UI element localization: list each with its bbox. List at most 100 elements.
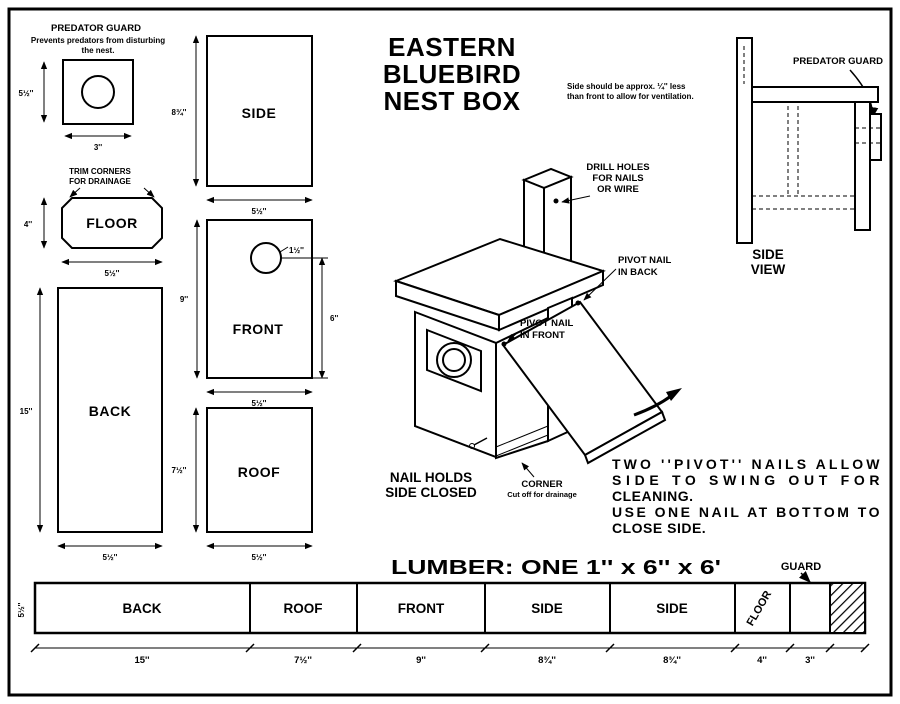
side-view-label-line2: VIEW — [751, 262, 786, 277]
pivot-note-line3: CLEANING. — [612, 488, 694, 504]
roof-dim-width-label: 5½'' — [252, 553, 267, 562]
pivot-instructions: TWO ''PIVOT'' NAILS ALLOW SIDE TO SWING … — [612, 456, 880, 536]
front-label: FRONT — [233, 321, 284, 337]
side-dim-height: 8¾'' — [172, 35, 200, 187]
closing-nail-head — [469, 443, 475, 449]
corner-note-leader — [521, 462, 535, 478]
pivot-back-leader — [583, 268, 617, 301]
lumber-dim-guard: 3'' — [805, 655, 815, 666]
predator-guard-dim-height: 5½'' — [19, 61, 48, 123]
floor-dim-height: 4'' — [24, 197, 48, 249]
pivot-front-label-line2: IN FRONT — [520, 330, 565, 341]
plan-title: EASTERN BLUEBIRD NEST BOX — [383, 32, 521, 116]
predator-guard-outline — [62, 59, 134, 125]
pivot-front-label-line1: PIVOT NAIL — [520, 318, 574, 329]
lumber-dimension-line — [30, 643, 870, 653]
lumber-label-side1: SIDE — [531, 601, 563, 616]
side-label: SIDE — [242, 105, 277, 121]
side-view-front-board — [854, 101, 871, 231]
predator-guard-dim-width-label: 3'' — [94, 143, 102, 152]
side-dim-height-label: 8¾'' — [172, 108, 187, 117]
drill-note-leader — [561, 195, 591, 204]
part-side: SIDE 8¾'' 5½'' — [172, 35, 313, 216]
assembly-side-door-thickness — [583, 410, 667, 465]
front-dim-height: 9'' — [180, 219, 201, 379]
ventilation-note-line1: Side should be approx. ¼'' less — [567, 82, 686, 91]
floor-corner-arrow-left — [69, 187, 81, 198]
floor-dim-width-label: 5½'' — [105, 269, 120, 278]
assembly-hole-inner — [442, 348, 466, 372]
floor-dim-width: 5½'' — [61, 258, 163, 278]
floor-dim-height-label: 4'' — [24, 220, 32, 229]
closing-nail-shaft — [473, 437, 488, 446]
pivot-note-line5: CLOSE SIDE. — [612, 520, 706, 536]
floor-note-line1: TRIM CORNERS — [69, 167, 131, 176]
predator-guard-note-line2: the nest. — [82, 46, 115, 55]
side-view-label-line1: SIDE — [752, 247, 784, 262]
floor-corner-arrow-right — [143, 187, 155, 198]
corner-note: Cut off for drainage — [507, 490, 577, 499]
front-hole-dim-leader — [279, 246, 289, 253]
lumber-guard-arrow — [798, 570, 811, 583]
pivot-back-label-line1: PIVOT NAIL — [618, 255, 672, 266]
pivot-note-line4: USE ONE NAIL AT BOTTOM TO — [612, 504, 880, 520]
side-view: Side should be approx. ¼'' less than fro… — [567, 37, 883, 277]
roof-dim-height: 7½'' — [172, 407, 200, 533]
front-dim-hole-height: 6'' — [281, 257, 338, 379]
pivot-front-leader — [507, 332, 518, 342]
ventilation-note-line2: than front to allow for ventilation. — [567, 92, 694, 101]
roof-dim-width: 5½'' — [206, 542, 313, 562]
back-label: BACK — [89, 403, 131, 419]
swing-direction-arrow — [633, 394, 672, 417]
pivot-back-label-line2: IN BACK — [618, 267, 658, 278]
side-dim-width-label: 5½'' — [252, 207, 267, 216]
assembly-drill-hole-dot — [553, 198, 559, 204]
nail-holds-label-line2: SIDE CLOSED — [385, 485, 477, 500]
front-hole-dim-label: 1½'' — [289, 246, 304, 255]
lumber-label-side2: SIDE — [656, 601, 688, 616]
pivot-nail-front-dot — [501, 341, 507, 347]
pivot-nail-back-dot — [575, 300, 581, 306]
lumber-dim-side1: 8¾'' — [538, 655, 556, 666]
predator-guard-dim-height-label: 5½'' — [19, 89, 34, 98]
side-view-back-board — [736, 37, 753, 244]
side-dim-width: 5½'' — [206, 196, 313, 216]
side-view-guard-piece — [869, 113, 882, 161]
drill-note-line2: FOR NAILS — [592, 173, 643, 184]
predator-guard-dim-width: 3'' — [64, 132, 132, 152]
corner-label: CORNER — [521, 479, 562, 490]
floor-outline — [61, 197, 163, 249]
lumber-dim-side2: 8¾'' — [663, 655, 681, 666]
nail-holds-label-line1: NAIL HOLDS — [390, 470, 472, 485]
title-line3: NEST BOX — [384, 86, 521, 116]
assembly-roof-right-edge — [498, 269, 604, 332]
assembly-view: DRILL HOLES FOR NAILS OR WIRE PIVOT NAIL… — [385, 162, 682, 500]
floor-note-line2: FOR DRAINAGE — [69, 177, 131, 186]
lumber-waste-hatch — [829, 582, 866, 634]
lumber-dim-front: 9'' — [416, 655, 426, 666]
front-dim-width-label: 5½'' — [252, 399, 267, 408]
lumber-label-front: FRONT — [398, 601, 445, 616]
side-outline — [206, 35, 313, 187]
lumber-label-roof: ROOF — [284, 601, 323, 616]
back-outline — [57, 287, 163, 533]
pivot-note-line2: SIDE TO SWING OUT FOR — [612, 472, 880, 488]
lumber-diagram: LUMBER: ONE 1'' x 6'' x 6' GUARD BACK RO… — [17, 557, 870, 666]
title-line2: BLUEBIRD — [383, 59, 521, 89]
front-dim-hole-height-label: 6'' — [330, 314, 338, 323]
lumber-guard-label: GUARD — [781, 561, 821, 573]
pivot-note-line1: TWO ''PIVOT'' NAILS ALLOW — [612, 456, 880, 472]
back-dim-height-label: 15'' — [20, 407, 33, 416]
side-view-guard-label: PREDATOR GUARD — [793, 56, 883, 67]
front-dim-width: 5½'' — [206, 388, 313, 408]
predator-guard-note-line1: Prevents predators from disturbing — [31, 36, 165, 45]
title-line1: EASTERN — [388, 32, 516, 62]
front-dim-height-label: 9'' — [180, 295, 188, 304]
part-front: 1½'' FRONT 9'' 6'' 5½'' — [180, 219, 338, 408]
roof-label: ROOF — [238, 464, 280, 480]
front-entry-hole — [250, 242, 282, 274]
drill-note-line3: OR WIRE — [597, 184, 639, 195]
side-view-roof-board — [751, 86, 879, 103]
